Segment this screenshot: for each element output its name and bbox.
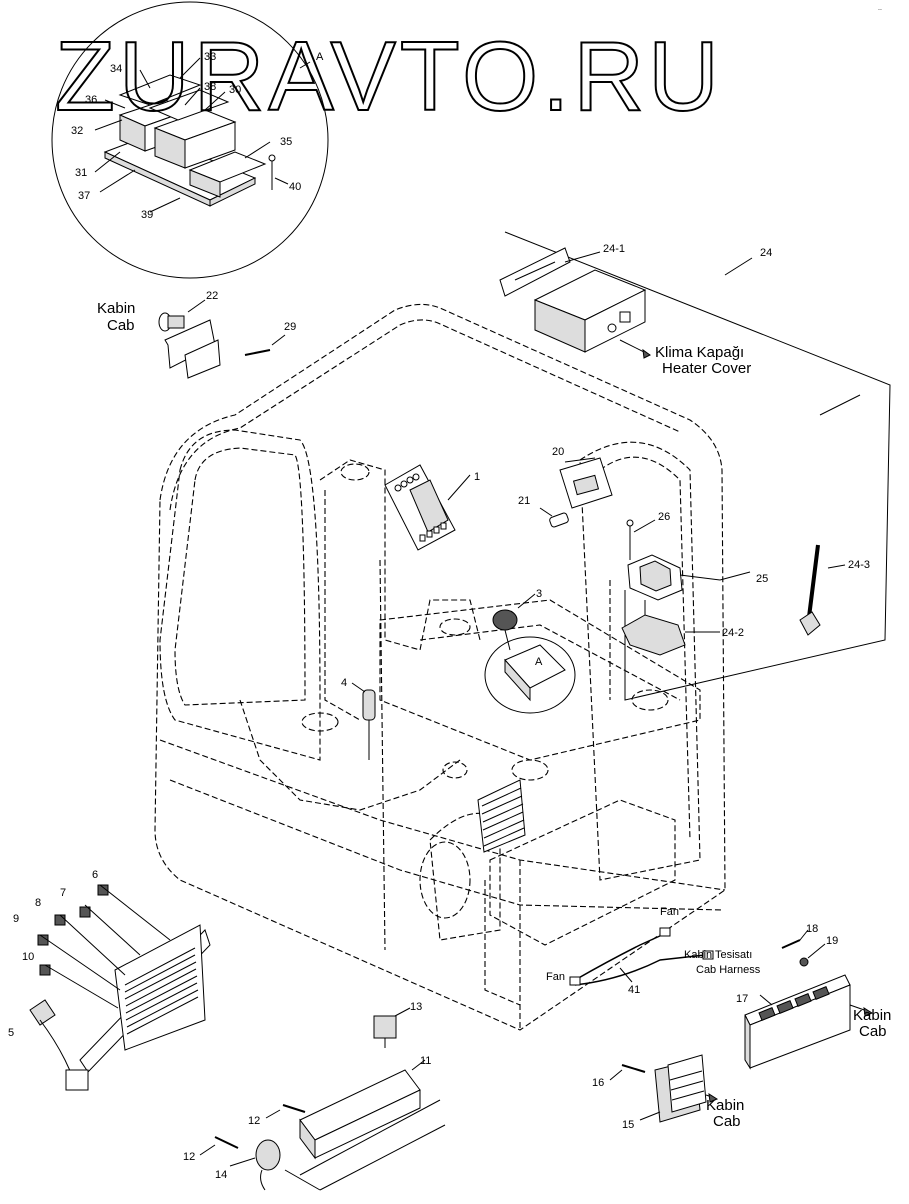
relay-13 <box>373 1007 411 1048</box>
rear-box <box>489 799 676 946</box>
callout-12b: 12 <box>183 1151 195 1163</box>
switch-panel <box>29 884 211 1091</box>
detail-view-label: A <box>316 51 324 63</box>
fuse-21 <box>539 507 569 528</box>
monitor-1 <box>384 464 471 551</box>
cab-outline <box>154 303 726 1031</box>
callout-10: 10 <box>22 951 34 963</box>
callout-20: 20 <box>552 446 564 458</box>
callout-1: 1 <box>474 471 480 483</box>
callout-24-1: 24-1 <box>603 243 625 255</box>
callout-3: 3 <box>536 588 542 600</box>
callout-22: 22 <box>206 290 218 302</box>
label-heater: Heater Cover <box>662 360 751 377</box>
callout-7: 7 <box>60 887 66 899</box>
label-cab-15: Cab <box>713 1113 741 1130</box>
label-kabin-15: Kabin <box>706 1097 744 1114</box>
bolt-18 <box>781 929 809 949</box>
callout-21: 21 <box>518 495 530 507</box>
callout-17: 17 <box>736 993 748 1005</box>
callout-26: 26 <box>658 511 670 523</box>
callout-16: 16 <box>592 1077 604 1089</box>
label-kabin-22: Kabin <box>97 300 135 317</box>
callout-30: 30 <box>229 84 241 96</box>
detail-view-a <box>51 1 329 279</box>
door-opening <box>579 441 701 881</box>
floor-vent <box>477 779 526 853</box>
label-kabin-17: Kabin <box>853 1007 891 1024</box>
callout-18: 18 <box>806 923 818 935</box>
callout-5: 5 <box>8 1027 14 1039</box>
callout-33: 33 <box>204 51 216 63</box>
label-klima: Klima Kapağı <box>655 344 744 361</box>
console-column <box>319 459 481 651</box>
callout-8: 8 <box>35 897 41 909</box>
lever-24-3 <box>799 544 846 636</box>
text-labels: Kabin Cab Klima Kapağı Heater Cover Fan … <box>97 300 891 1130</box>
joystick-3 <box>492 593 566 702</box>
label-fan-top: Fan <box>660 906 679 918</box>
relay-pack-15 <box>639 1054 719 1123</box>
callout-39: 39 <box>141 209 153 221</box>
detail-marker-label: A <box>535 656 543 668</box>
callout-24: 24 <box>760 247 772 259</box>
fuse-box-11 <box>284 1059 446 1191</box>
label-kabin-tesisati: Kabin Tesisatı <box>684 949 752 961</box>
callout-34: 34 <box>110 63 122 75</box>
screw-29 <box>244 334 286 356</box>
callout-4: 4 <box>341 677 347 689</box>
dome-lamp-22 <box>158 299 221 379</box>
label-fan-left: Fan <box>546 971 565 983</box>
callout-9: 9 <box>13 913 19 925</box>
callout-40: 40 <box>289 181 301 193</box>
watermark: ZURAVTO.RU <box>55 21 723 131</box>
panel-17 <box>744 974 874 1070</box>
callout-31: 31 <box>75 167 87 179</box>
callout-41: 41 <box>628 984 640 996</box>
label-cab-harness: Cab Harness <box>696 964 761 976</box>
callout-29: 29 <box>284 321 296 333</box>
side-console <box>379 599 701 761</box>
callout-24-2: 24-2 <box>722 627 744 639</box>
switch-caps <box>118 74 202 106</box>
cover-plate-24-1 <box>499 247 571 297</box>
buzzer-14 <box>229 1139 281 1191</box>
callout-6: 6 <box>92 869 98 881</box>
washer-19 <box>799 943 826 967</box>
label-cab-17: Cab <box>859 1023 887 1040</box>
callout-36: 36 <box>85 94 97 106</box>
callout-32: 32 <box>71 125 83 137</box>
label-cab-22: Cab <box>107 317 135 334</box>
cab-harness-41 <box>569 927 714 986</box>
callout-14: 14 <box>215 1169 227 1181</box>
callout-numbers: A A 1 3 4 5 6 7 8 9 10 11 12 12 13 14 15… <box>8 51 870 1181</box>
screw-26 <box>626 519 656 560</box>
grille-25 <box>627 554 751 601</box>
callout-12a: 12 <box>248 1115 260 1127</box>
callout-25: 25 <box>756 573 768 585</box>
switch-20 <box>559 457 613 509</box>
horn-4 <box>351 682 376 760</box>
detail-circle <box>51 1 329 279</box>
callout-15: 15 <box>622 1119 634 1131</box>
callout-13: 13 <box>410 1001 422 1013</box>
screw-12 <box>199 1104 306 1156</box>
callout-38: 38 <box>204 81 216 93</box>
heater-cover-assembly <box>499 231 891 701</box>
callout-11: 11 <box>420 1055 431 1067</box>
detail-marker-circle <box>484 636 576 714</box>
front-window-frame <box>159 429 321 761</box>
filter-24-2 <box>621 600 720 656</box>
cab-body <box>154 303 726 1031</box>
callout-37: 37 <box>78 190 90 202</box>
corner-mark: .. <box>878 5 882 12</box>
callout-35: 35 <box>280 136 292 148</box>
screw-16 <box>609 1064 646 1081</box>
heater-cover-outline <box>504 231 891 701</box>
callout-24-3: 24-3 <box>848 559 870 571</box>
callout-19: 19 <box>826 935 838 947</box>
